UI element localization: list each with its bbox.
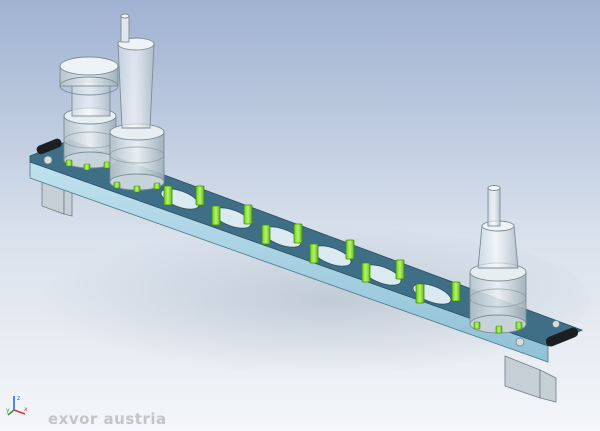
triad-y-label: y — [6, 407, 10, 414]
connector-right — [469, 185, 527, 334]
green-clips — [163, 185, 461, 304]
floor-shadow — [10, 225, 590, 375]
rail-screws — [43, 155, 560, 347]
connector-tall — [109, 13, 165, 191]
triad-z-label: z — [17, 395, 20, 402]
connector-left — [59, 56, 119, 169]
axis-triad-icon: z x y — [6, 392, 30, 418]
connector-tall-green-ring — [113, 181, 161, 193]
watermark-text: exvor austria — [48, 410, 167, 428]
rail-end-cap-right — [545, 327, 579, 347]
triad-x-label: x — [24, 406, 28, 413]
connector-right-green-ring — [473, 321, 523, 334]
connector-left-green-ring — [65, 159, 111, 171]
rail-end-cap-left — [36, 138, 62, 155]
